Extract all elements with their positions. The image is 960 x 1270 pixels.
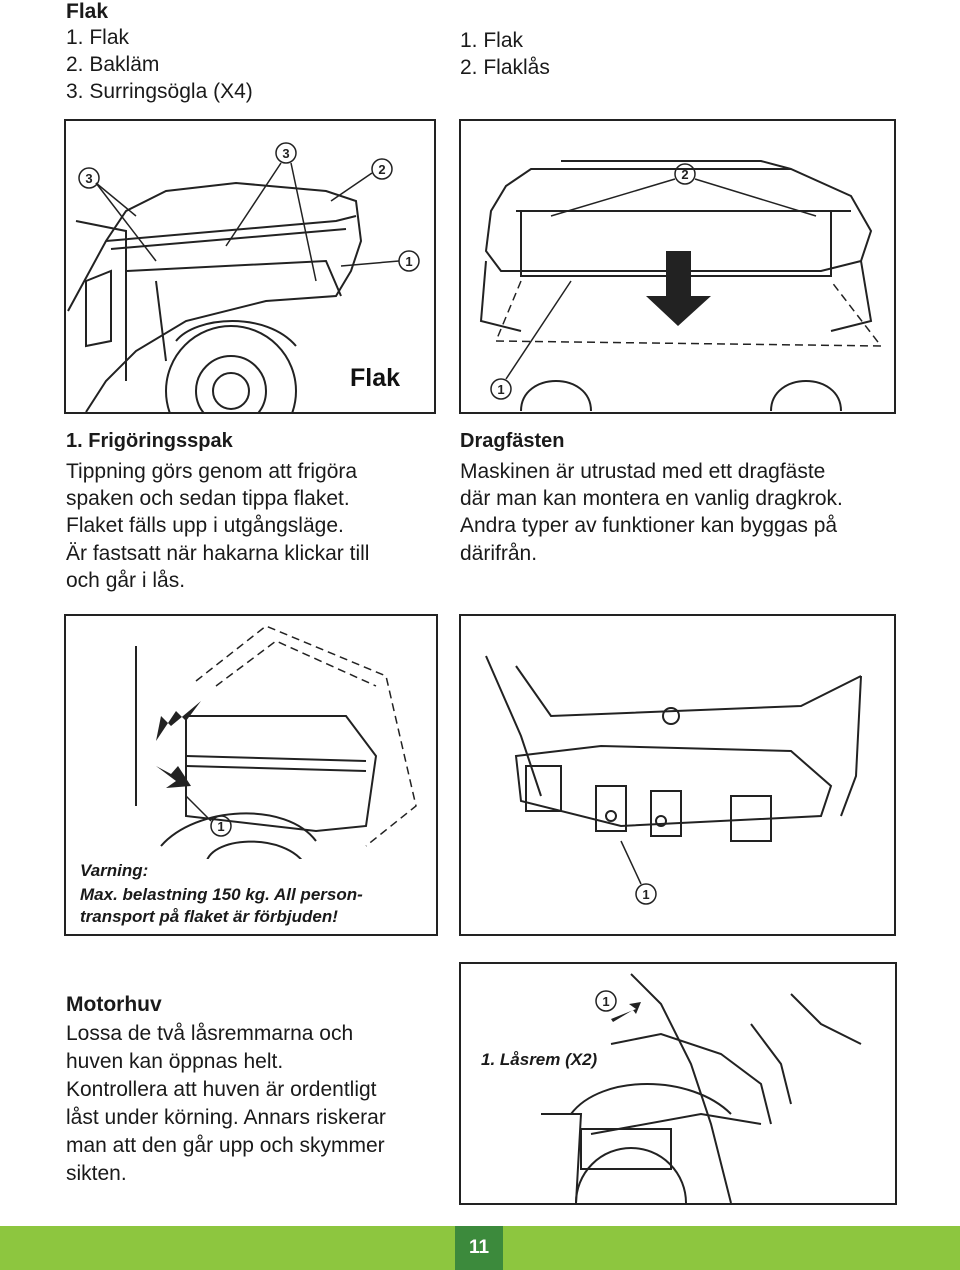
- release-line: Tippning görs genom att frigöra: [66, 460, 358, 483]
- hood-title: Motorhuv: [66, 993, 162, 1016]
- hitch-line: Maskinen är utrustad med ett dragfäste: [460, 460, 826, 483]
- release-line: och går i lås.: [66, 569, 186, 592]
- hitch-title: Dragfästen: [460, 430, 565, 452]
- callout-2: 2: [681, 167, 688, 182]
- callout-1: 1: [602, 994, 609, 1009]
- callout-3a: 3: [85, 171, 92, 186]
- figure-flak-side: 3 3 2 1 Flak: [64, 119, 436, 414]
- list-item: 2. Flaklås: [460, 56, 550, 79]
- hood-caption: 1. Låsrem (X2): [477, 1049, 602, 1071]
- warning-title: Varning:: [80, 861, 149, 880]
- hitch-illustration: 1: [485, 655, 862, 905]
- callout-1: 1: [497, 382, 504, 397]
- hood-line: Lossa de två låsremmarna och: [66, 1022, 354, 1045]
- list-item: 2. Bakläm: [66, 53, 160, 76]
- hood-line: Kontrollera att huven är ordentligt: [66, 1078, 377, 1101]
- figure-label-flak: Flak: [350, 364, 400, 392]
- hood-line: man att den går upp och skymmer: [66, 1134, 385, 1157]
- section-title-flak: Flak: [66, 0, 109, 23]
- page-number: 11: [455, 1226, 503, 1270]
- hood-line: sikten.: [66, 1162, 127, 1185]
- callout-1: 1: [642, 887, 649, 902]
- warning-line: Max. belastning 150 kg. All person-: [80, 885, 363, 904]
- hood-line: huven kan öppnas helt.: [66, 1050, 284, 1073]
- hitch-line: där man kan montera en vanlig dragkrok.: [460, 487, 843, 510]
- figure-hood: 1 1. Låsrem (X2): [459, 962, 897, 1205]
- hood-line: låst under körning. Annars riskerar: [66, 1106, 386, 1129]
- hitch-line: därifrån.: [460, 542, 538, 565]
- callout-1: 1: [217, 819, 224, 834]
- tipping-illustration: 1: [135, 625, 417, 867]
- release-line: spaken och sedan tippa flaket.: [66, 487, 350, 510]
- release-line: Är fastsatt när hakarna klickar till: [66, 542, 370, 565]
- warning-box: Varning: Max. belastning 150 kg. All per…: [66, 859, 436, 934]
- hitch-line: Andra typer av funktioner kan byggas på: [460, 514, 838, 537]
- list-item: 1. Flak: [66, 26, 130, 49]
- figure-tipping: 1 Varning: Max. belastning 150 kg. All p…: [64, 614, 438, 936]
- figure-hitch: 1: [459, 614, 896, 936]
- truck-bed-illustration: 3 3 2 1 Flak: [67, 142, 420, 412]
- warning-line: transport på flaket är förbjuden!: [80, 907, 338, 926]
- list-item: 3. Surringsögla (X4): [66, 80, 253, 103]
- release-line: Flaket fälls upp i utgångsläge.: [66, 514, 344, 537]
- callout-2: 2: [378, 162, 385, 177]
- callout-1: 1: [405, 254, 412, 269]
- callout-3b: 3: [282, 146, 289, 161]
- figure-flak-rear: 2 1: [459, 119, 896, 414]
- release-title: 1. Frigöringsspak: [66, 430, 233, 452]
- list-item: 1. Flak: [460, 29, 524, 52]
- hood-illustration: 1: [541, 973, 862, 1203]
- tailgate-illustration: 2 1: [479, 160, 883, 412]
